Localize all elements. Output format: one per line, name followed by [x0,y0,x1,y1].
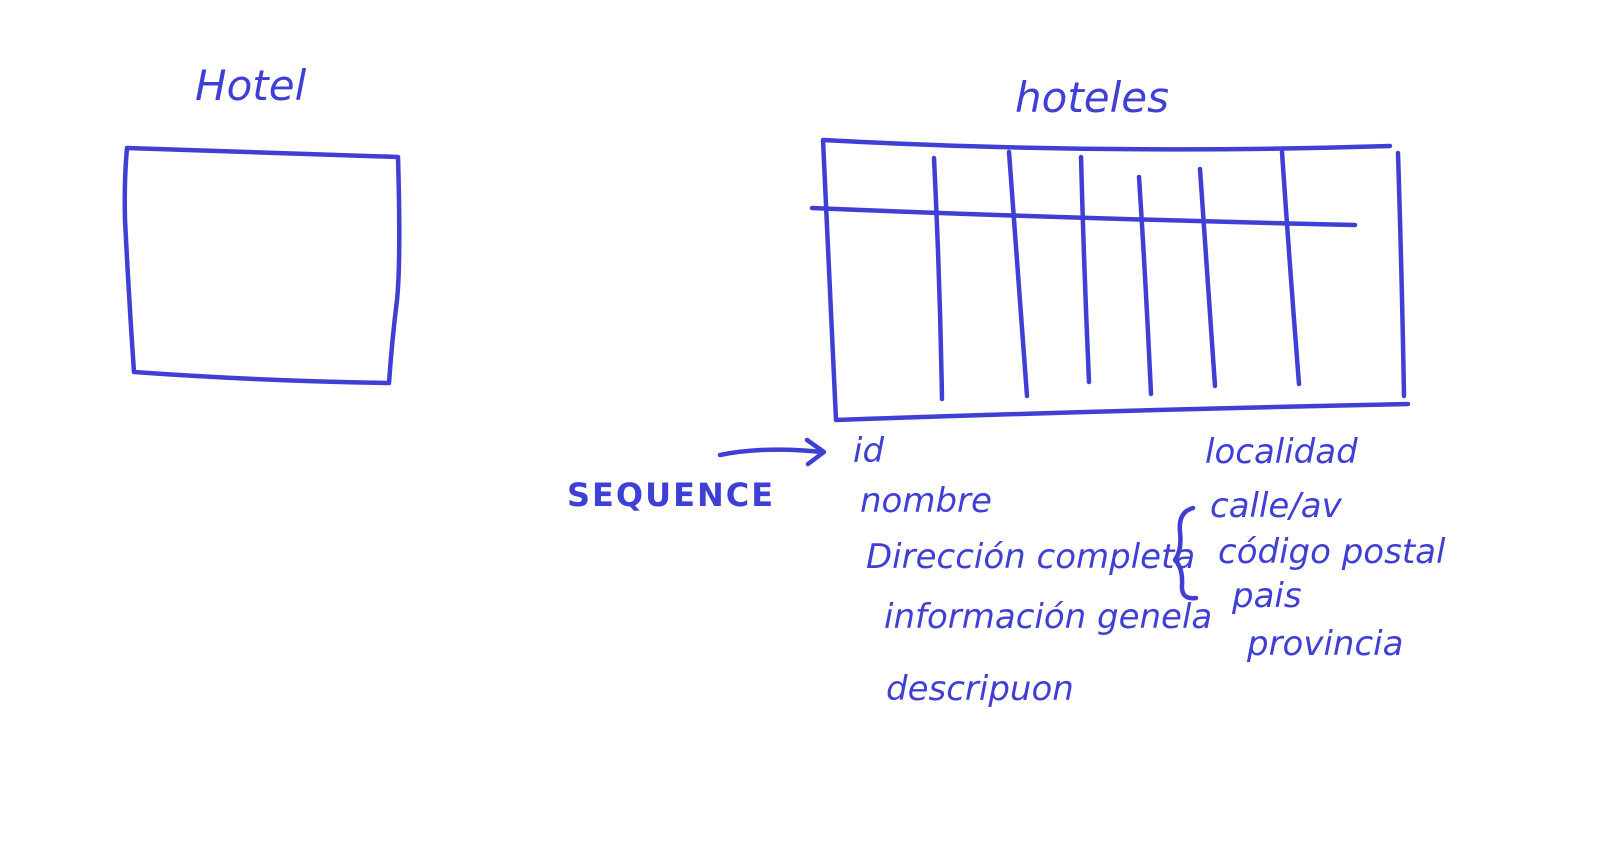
hoteles-table: hoteles [809,73,1411,423]
column-list-left: id nombre Dirección completa información… [853,431,1212,709]
hoteles-table-title: hoteles [1015,73,1169,122]
column-provincia: provincia [1246,624,1403,664]
table-column-divider [1136,174,1154,397]
column-list-right: localidad calle/av código postal pais pr… [1205,432,1446,664]
column-codigo-postal: código postal [1218,532,1446,572]
column-nombre: nombre [860,481,992,521]
table-column-divider [1197,166,1218,389]
sequence-annotation: SEQUENCE [567,437,827,514]
column-id: id [853,431,884,471]
hotel-entity: Hotel [122,61,402,386]
table-column-divider [931,155,945,402]
table-column-divider [1006,149,1030,399]
column-pais: pais [1231,576,1302,616]
table-outer-border [820,137,1411,423]
sequence-arrow [717,437,827,467]
column-informacion: información genela [884,597,1212,637]
table-column-divider [1279,149,1302,387]
column-localidad: localidad [1205,432,1358,472]
table-column-divider [1078,154,1092,385]
column-descripcion: descripuon [886,669,1074,709]
address-group-brace [1172,505,1199,601]
column-calle: calle/av [1210,486,1343,526]
sequence-label: SEQUENCE [567,476,775,514]
table-header-row-line [809,205,1358,228]
hotel-entity-box [122,145,402,386]
hotel-entity-title: Hotel [195,61,307,110]
column-direccion: Dirección completa [866,537,1195,577]
